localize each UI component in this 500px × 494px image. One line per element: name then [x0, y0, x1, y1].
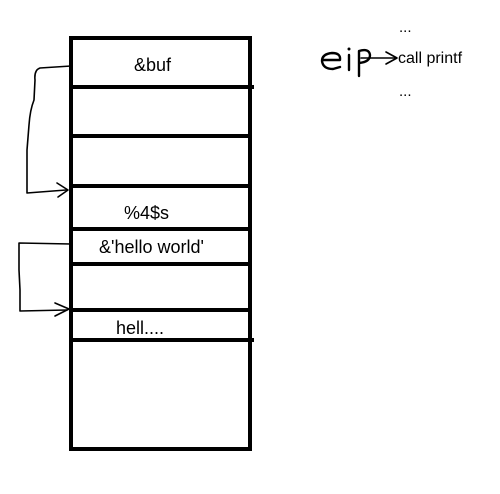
arrowhead-hello — [54, 302, 70, 317]
eip-register-label: eip — [320, 47, 372, 78]
eip-arrowhead — [385, 51, 398, 65]
slot-label-buf: &buf — [134, 55, 172, 75]
ellipsis-above: ... — [399, 19, 412, 36]
slot-label-hello-str: hell.... — [116, 318, 164, 338]
eip-letter-i-dot — [347, 47, 351, 51]
eip-letter-p — [357, 48, 372, 78]
arrowhead-buf — [56, 182, 69, 198]
slot-label-hello-ptr: &'hello world' — [99, 237, 204, 257]
instruction-text: call printf — [398, 50, 463, 67]
slot-label-format: %4$s — [124, 203, 169, 223]
ellipsis-below: ... — [399, 83, 412, 100]
eip-letter-e — [320, 51, 342, 71]
pointer-arrow-hello — [18, 242, 72, 312]
pointer-arrow-buf — [26, 65, 72, 194]
